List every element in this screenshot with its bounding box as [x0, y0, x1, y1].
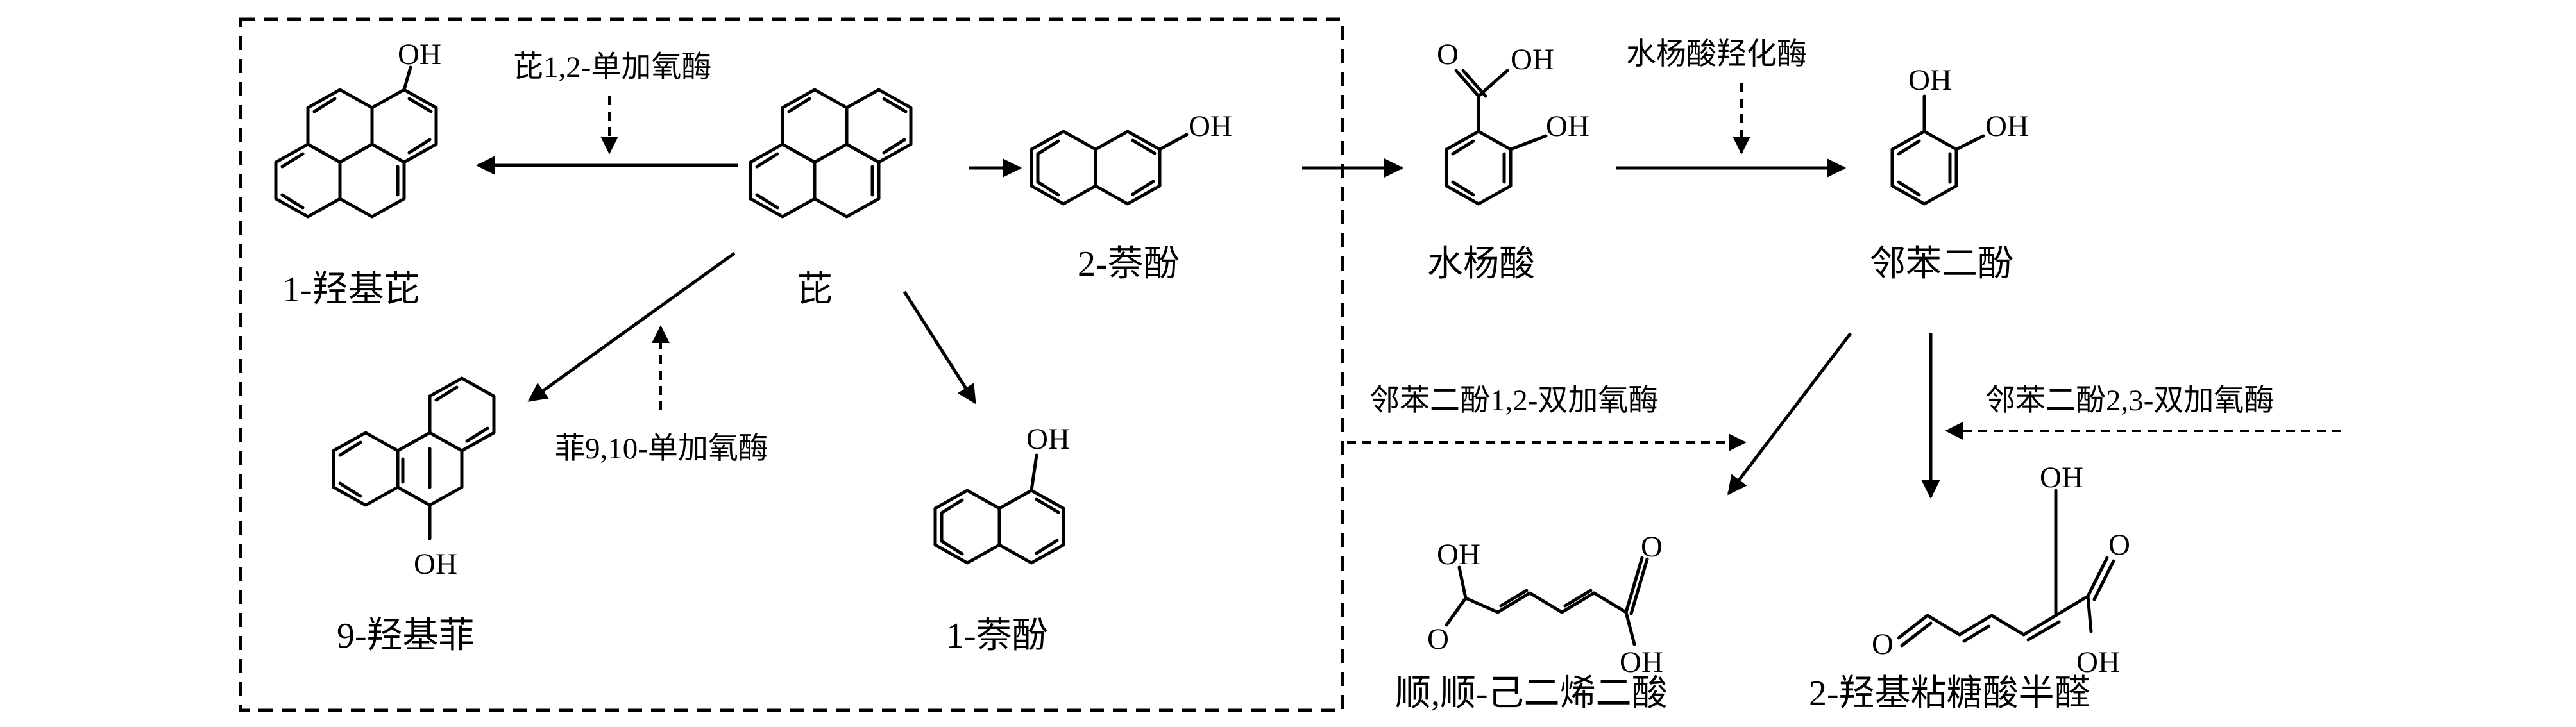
enzyme-salicylate-hydroxylase: 水杨酸羟化酶 [1626, 38, 1807, 71]
catechol-oh-2: OH [1985, 110, 2029, 143]
salicylic-structure [1445, 69, 1548, 206]
label-pyrene: 芘 [797, 270, 833, 310]
catechol-structure [1890, 94, 1985, 206]
muconic-o-right: O [1641, 530, 1663, 564]
hydroxyphenanthrene-structure [332, 376, 496, 540]
semialdehyde-structure [1897, 489, 2115, 648]
catechol-oh-1: OH [1908, 63, 1952, 97]
enzyme-catechol-23-dioxygenase: 邻苯二酚2,3-双加氧酶 [1985, 384, 2274, 417]
arrow-catechol-to-muconic [1727, 332, 1852, 496]
salicylic-acid-oh: OH [1511, 43, 1554, 76]
muconic-oh-left: OH [1437, 538, 1480, 571]
pyrene-structure [749, 88, 913, 219]
semialdehyde-enol-oh: OH [2040, 461, 2083, 494]
enzyme-pyrene-monooxygenase: 芘1,2-单加氧酶 [513, 51, 711, 84]
naphthol2-structure [1030, 130, 1189, 206]
hydroxyphenanthrene-oh: OH [414, 547, 457, 581]
pyrene-metabolism-box [239, 17, 1344, 712]
semialdehyde-acid-oh: OH [2076, 646, 2120, 679]
label-semialdehyde: 2-羟基粘糖酸半醛 [1809, 674, 2090, 714]
arrow-pyrene-to-hydroxyphenanthrene [527, 251, 736, 403]
label-salicylic: 水杨酸 [1427, 244, 1535, 284]
label-hydroxypyrene: 1-羟基芘 [282, 270, 420, 310]
naphthol1-structure [933, 453, 1065, 565]
muconic-o-left: O [1427, 623, 1449, 656]
label-hydroxyphenanthrene: 9-羟基菲 [337, 616, 475, 656]
hydroxypyrene-structure [274, 65, 438, 219]
enzyme-phenanthrene-monooxygenase: 菲9,10-单加氧酶 [555, 432, 768, 465]
semialdehyde-aldehyde-o: O [1872, 628, 1894, 661]
label-naphthol2: 2-萘酚 [1078, 244, 1180, 284]
salicylic-phenol-oh: OH [1546, 110, 1589, 143]
hydroxypyrene-oh: OH [398, 38, 441, 71]
naphthol2-oh: OH [1189, 110, 1232, 143]
enzyme-catechol-12-dioxygenase: 邻苯二酚1,2-双加氧酶 [1369, 384, 1658, 417]
label-naphthol1: 1-萘酚 [946, 616, 1048, 656]
semialdehyde-carbonyl-o: O [2108, 528, 2130, 562]
label-muconic: 顺,顺-己二烯二酸 [1395, 674, 1668, 714]
label-catechol: 邻苯二酚 [1870, 244, 2013, 284]
salicylic-carbonyl-o: O [1437, 38, 1459, 71]
arrow-pyrene-to-naphthol1 [902, 290, 977, 405]
naphthol1-oh: OH [1026, 422, 1070, 456]
muconic-structure [1445, 556, 1649, 646]
muconic-oh-right: OH [1620, 646, 1663, 679]
